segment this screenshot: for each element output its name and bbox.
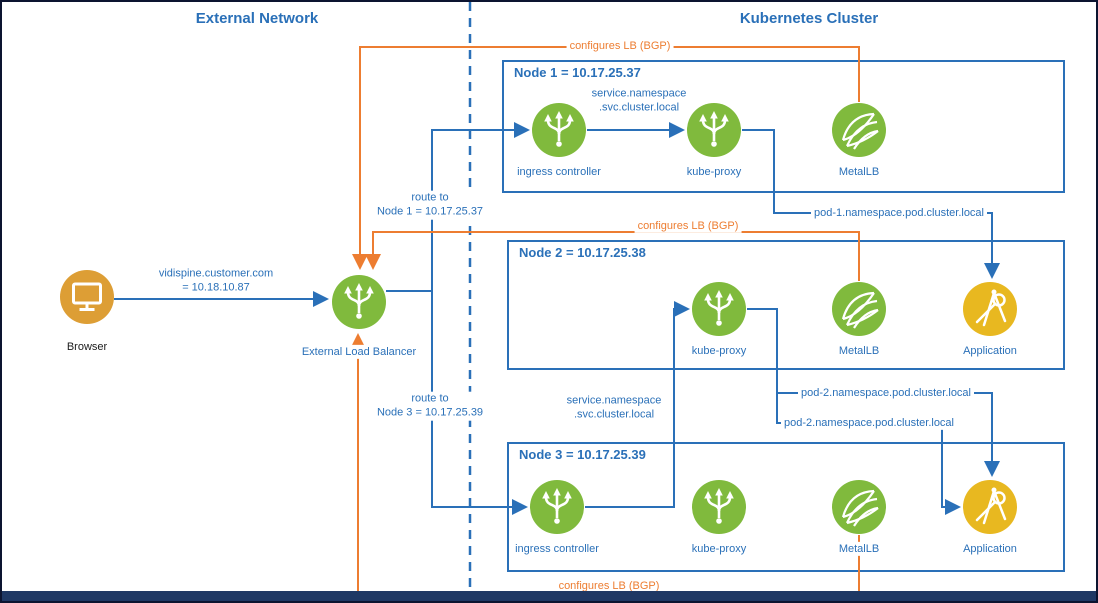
ingress-controller-icon — [529, 479, 585, 535]
edge-label-configures-top: configures LB (BGP) — [566, 38, 674, 54]
kubernetes-cluster-title: Kubernetes Cluster — [739, 10, 879, 27]
browser-label: Browser — [63, 339, 111, 355]
node2-kube-proxy-label: kube-proxy — [688, 343, 750, 359]
node-1-title: Node 1 = 10.17.25.37 — [511, 65, 644, 80]
ingress-controller-icon — [531, 102, 587, 158]
node-3-title: Node 3 = 10.17.25.39 — [516, 447, 649, 462]
kube-proxy-icon — [691, 281, 747, 337]
application-tools-icon — [962, 479, 1018, 535]
node2-metallb-label: MetalLB — [835, 343, 883, 359]
application-tools-icon — [962, 281, 1018, 337]
node3-kube-proxy-label: kube-proxy — [688, 541, 750, 557]
node1-metallb-label: MetalLB — [835, 164, 883, 180]
edge-label-route-node1: route to Node 1 = 10.17.25.37 — [373, 190, 487, 220]
external-load-balancer-label: External Load Balancer — [298, 344, 420, 360]
node2-application-label: Application — [960, 343, 1020, 359]
browser-monitor-icon — [59, 269, 115, 325]
edge-label-pod2-bottom: pod-2.namespace.pod.cluster.local — [781, 415, 957, 431]
load-balancer-icon — [331, 274, 387, 330]
node3-application-label: Application — [960, 541, 1020, 557]
node-2-title: Node 2 = 10.17.25.38 — [516, 245, 649, 260]
edge-label-pod2-top: pod-2.namespace.pod.cluster.local — [798, 385, 974, 401]
metallb-icon — [831, 102, 887, 158]
edge-label-configures-mid: configures LB (BGP) — [634, 218, 742, 234]
node3-ingress-controller-label: ingress controller — [512, 541, 602, 557]
external-network-title: External Network — [195, 10, 319, 27]
edge-label-vidispine: vidispine.customer.com = 10.18.10.87 — [155, 266, 277, 296]
edge-label-service-node3: service.namespace .svc.cluster.local — [563, 393, 665, 423]
kube-proxy-icon — [686, 102, 742, 158]
node1-ingress-controller-label: ingress controller — [514, 164, 604, 180]
edge-label-route-node3: route to Node 3 = 10.17.25.39 — [373, 391, 487, 421]
kube-proxy-icon — [691, 479, 747, 535]
bottom-border-bar — [2, 591, 1096, 601]
edge-label-service-node1: service.namespace .svc.cluster.local — [588, 86, 690, 116]
edge-label-pod1: pod-1.namespace.pod.cluster.local — [811, 205, 987, 221]
metallb-icon — [831, 479, 887, 535]
node3-metallb-label: MetalLB — [835, 541, 883, 557]
metallb-icon — [831, 281, 887, 337]
node1-kube-proxy-label: kube-proxy — [683, 164, 745, 180]
